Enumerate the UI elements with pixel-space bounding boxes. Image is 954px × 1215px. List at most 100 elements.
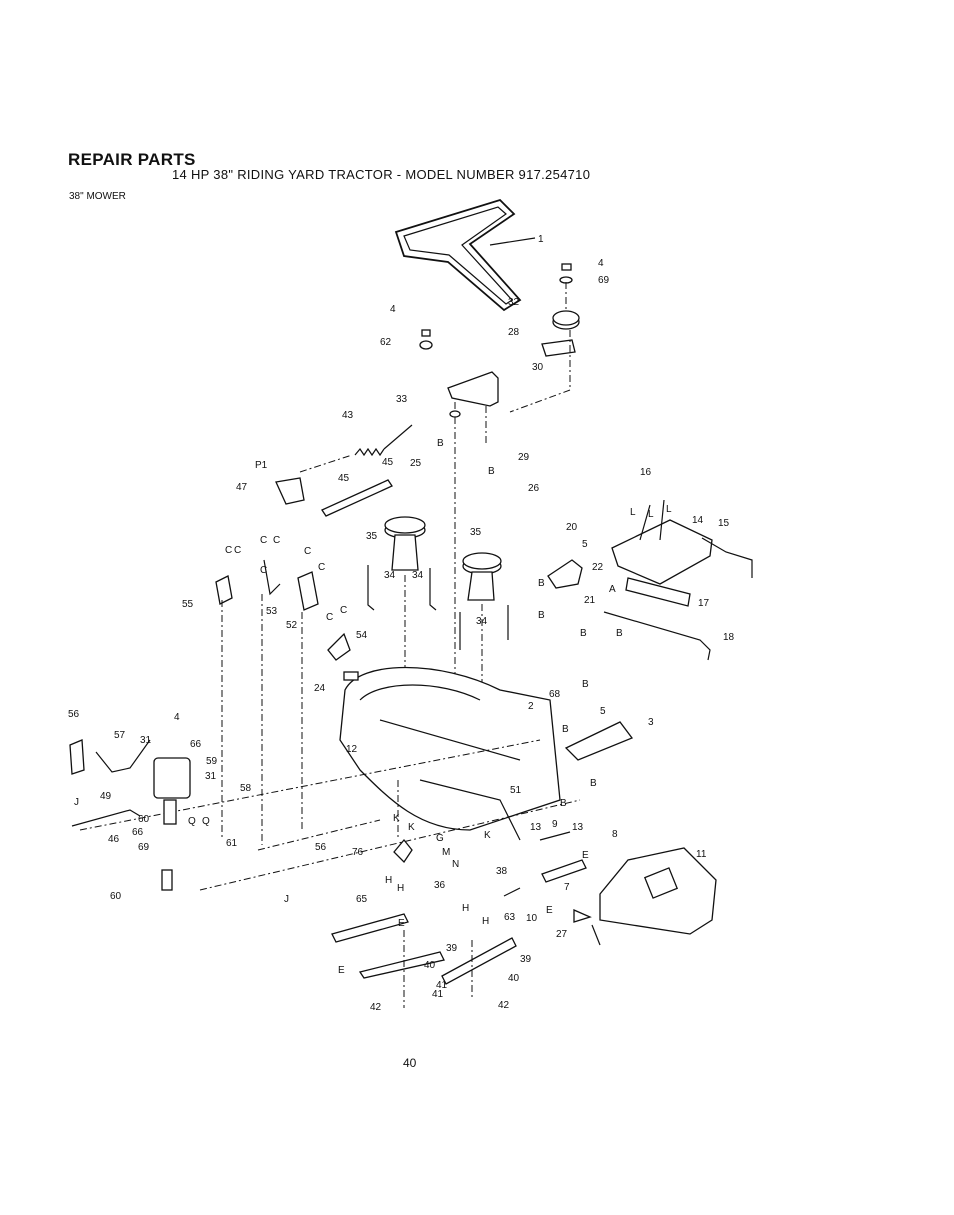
- callout-15: 15: [718, 518, 730, 529]
- ref-letter-b: B: [616, 628, 623, 639]
- callout-40: 40: [508, 973, 520, 984]
- ref-letter-c: C: [260, 565, 267, 576]
- ref-letter-e: E: [398, 918, 405, 929]
- callout-58: 58: [240, 783, 252, 794]
- section-label: 38" MOWER: [69, 191, 126, 202]
- ref-letter-k: K: [484, 830, 491, 841]
- callout-56: 56: [315, 842, 327, 853]
- callout-10: 10: [526, 913, 538, 924]
- callout-32: 32: [508, 297, 520, 308]
- ref-letter-b: B: [437, 438, 444, 449]
- callout-66: 66: [190, 739, 202, 750]
- ref-letter-h: H: [385, 875, 392, 886]
- callout-11: 11: [696, 849, 707, 860]
- callout-5: 5: [600, 706, 606, 717]
- callout-4: 4: [174, 712, 180, 723]
- callout-60: 60: [138, 814, 150, 825]
- ref-letter-h: H: [462, 903, 469, 914]
- callout-56: 56: [68, 709, 80, 720]
- callout-54: 54: [356, 630, 368, 641]
- ref-letter-k: K: [408, 822, 415, 833]
- callout-34: 34: [384, 570, 396, 581]
- ref-letter-b: B: [488, 466, 495, 477]
- callout-2: 2: [528, 701, 534, 712]
- callout-12: 12: [346, 744, 358, 755]
- ref-letter-b: B: [582, 679, 589, 690]
- callout-38: 38: [496, 866, 508, 877]
- ref-letter-a: A: [609, 584, 616, 595]
- ref-letter-b: B: [538, 578, 545, 589]
- callout-49: 49: [100, 791, 112, 802]
- ref-letter-c: C: [234, 545, 241, 556]
- callout-31: 31: [140, 735, 152, 746]
- callout-P1: P1: [255, 460, 268, 471]
- ref-letter-c: C: [326, 612, 333, 623]
- callout-65: 65: [356, 894, 368, 905]
- callout-26: 26: [528, 483, 540, 494]
- callout-39: 39: [520, 954, 532, 965]
- callout-20: 20: [566, 522, 578, 533]
- callout-57: 57: [114, 730, 126, 741]
- callout-13: 13: [572, 822, 584, 833]
- callout-17: 17: [698, 598, 710, 609]
- ref-letter-j: J: [74, 797, 79, 808]
- callout-52: 52: [286, 620, 298, 631]
- callout-46: 46: [108, 834, 120, 845]
- callout-59: 59: [206, 756, 218, 767]
- callout-45: 45: [338, 473, 350, 484]
- callout-36: 36: [434, 880, 446, 891]
- callout-41: 41: [436, 980, 448, 991]
- ref-letter-b: B: [580, 628, 587, 639]
- callout-30: 30: [532, 362, 544, 373]
- callout-22: 22: [592, 562, 604, 573]
- callout-39: 39: [446, 943, 458, 954]
- callout-41: 41: [432, 989, 444, 1000]
- page-number: 40: [403, 1056, 417, 1070]
- callout-21: 21: [584, 595, 596, 606]
- callout-25: 25: [410, 458, 422, 469]
- callout-66: 66: [132, 827, 144, 838]
- callout-68: 68: [549, 689, 561, 700]
- ref-letter-e: E: [546, 905, 553, 916]
- callout-35: 35: [470, 527, 482, 538]
- ref-letter-k: K: [393, 813, 400, 824]
- callout-8: 8: [612, 829, 618, 840]
- callout-3: 3: [648, 717, 654, 728]
- callout-69: 69: [138, 842, 150, 853]
- ref-letter-q: Q: [202, 816, 210, 827]
- ref-letter-h: H: [482, 916, 489, 927]
- callout-24: 24: [314, 683, 326, 694]
- callout-1: 1: [538, 234, 544, 245]
- callout-40: 40: [424, 960, 436, 971]
- ref-letter-h: H: [397, 883, 404, 894]
- ref-letter-b: B: [538, 610, 545, 621]
- ref-letter-c: C: [260, 535, 267, 546]
- callout-35: 35: [366, 531, 378, 542]
- callout-43: 43: [342, 410, 354, 421]
- callout-16: 16: [640, 467, 652, 478]
- page-title: REPAIR PARTS: [68, 150, 196, 169]
- drawing-layer: [69, 198, 753, 1008]
- ref-letter-c: C: [304, 546, 311, 557]
- callout-42: 42: [370, 1002, 382, 1013]
- callout-33: 33: [396, 394, 408, 405]
- ref-letter-q: Q: [188, 816, 196, 827]
- callout-61: 61: [226, 838, 238, 849]
- callout-47: 47: [236, 482, 248, 493]
- ref-letter-l: L: [666, 504, 672, 515]
- ref-letter-n: N: [452, 859, 459, 870]
- callout-69: 69: [598, 275, 610, 286]
- ref-letter-c: C: [340, 605, 347, 616]
- ref-letter-b: B: [560, 798, 567, 809]
- callout-18: 18: [723, 632, 735, 643]
- ref-letter-c: C: [318, 562, 325, 573]
- ref-letter-b: B: [562, 724, 569, 735]
- callout-31: 31: [205, 771, 217, 782]
- callout-4: 4: [598, 258, 604, 269]
- ref-letter-e: E: [338, 965, 345, 976]
- callout-4: 4: [390, 304, 396, 315]
